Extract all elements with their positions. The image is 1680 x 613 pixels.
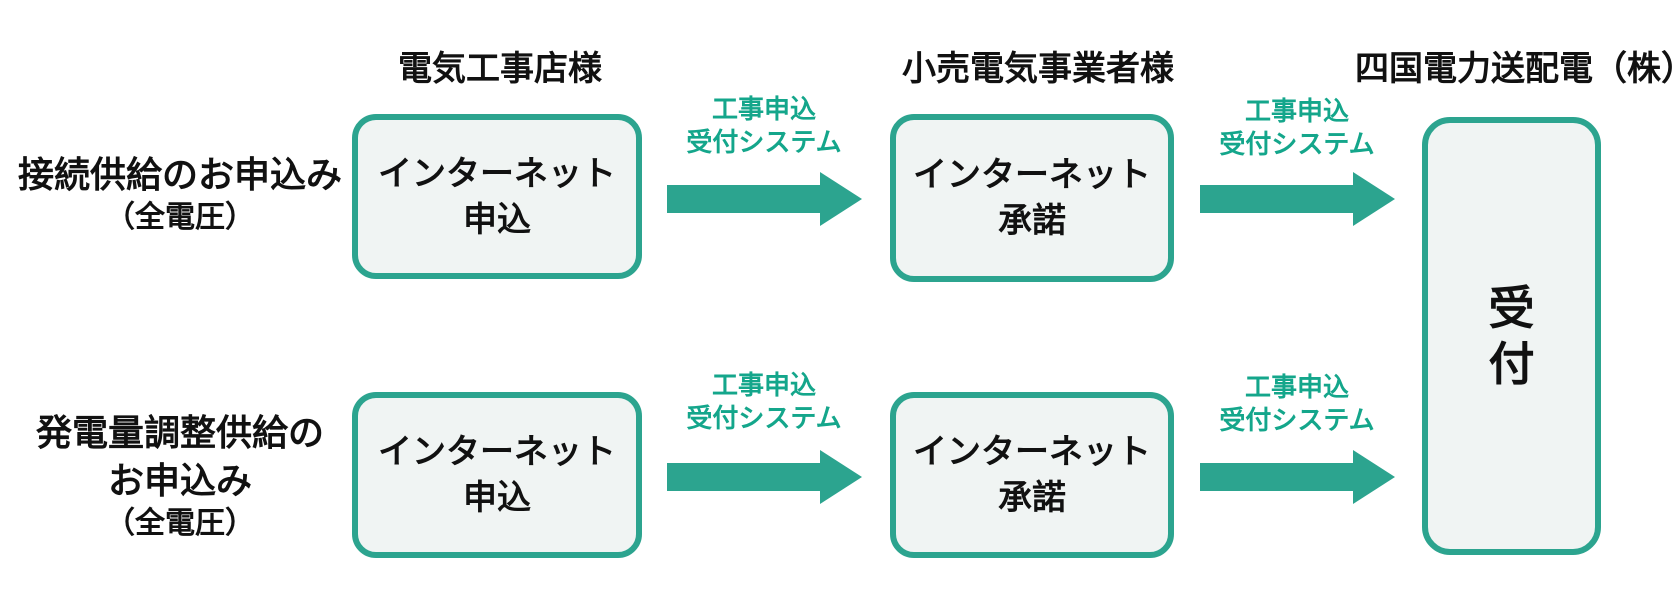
arrow-body	[667, 185, 820, 213]
system-label-row1-right: 工事申込 受付システム	[1219, 96, 1375, 159]
system-label-row2-left: 工事申込 受付システム	[686, 370, 842, 433]
internet-apply-box-row2: インターネット 申込	[352, 392, 642, 558]
system-label-row2-right: 工事申込 受付システム	[1219, 372, 1375, 435]
arrow-head	[1353, 450, 1395, 504]
internet-accept-box-row2: インターネット 承諾	[890, 392, 1174, 558]
row-label-main: 発電量調整供給の お申込み	[35, 412, 324, 501]
row-label-connection-supply: 接続供給のお申込み （全電圧）	[0, 151, 360, 237]
column-header-retail-supplier: 小売電気事業者様	[902, 50, 1174, 88]
arrow-head	[1353, 172, 1395, 226]
column-header-utility: 四国電力送配電（株）	[1355, 50, 1680, 88]
arrow-body	[1200, 463, 1353, 491]
system-label-row1-left: 工事申込 受付システム	[686, 94, 842, 157]
arrow-body	[667, 463, 820, 491]
flow-arrow-icon	[1200, 172, 1395, 226]
row-label-sub: （全電圧）	[105, 507, 255, 540]
internet-apply-box-row1: インターネット 申込	[352, 114, 642, 279]
reception-box: 受 付	[1422, 117, 1601, 555]
flow-arrow-icon	[1200, 450, 1395, 504]
arrow-head	[820, 172, 862, 226]
arrow-body	[1200, 185, 1353, 213]
flow-arrow-icon	[667, 172, 862, 226]
flow-arrow-icon	[667, 450, 862, 504]
arrow-head	[820, 450, 862, 504]
row-label-sub: （全電圧）	[105, 201, 255, 234]
row-label-main: 接続供給のお申込み	[17, 154, 342, 195]
column-header-electric-contractor: 電気工事店様	[398, 50, 602, 88]
row-label-generation-adjustment-supply: 発電量調整供給の お申込み （全電圧）	[0, 409, 360, 543]
internet-accept-box-row1: インターネット 承諾	[890, 114, 1174, 282]
